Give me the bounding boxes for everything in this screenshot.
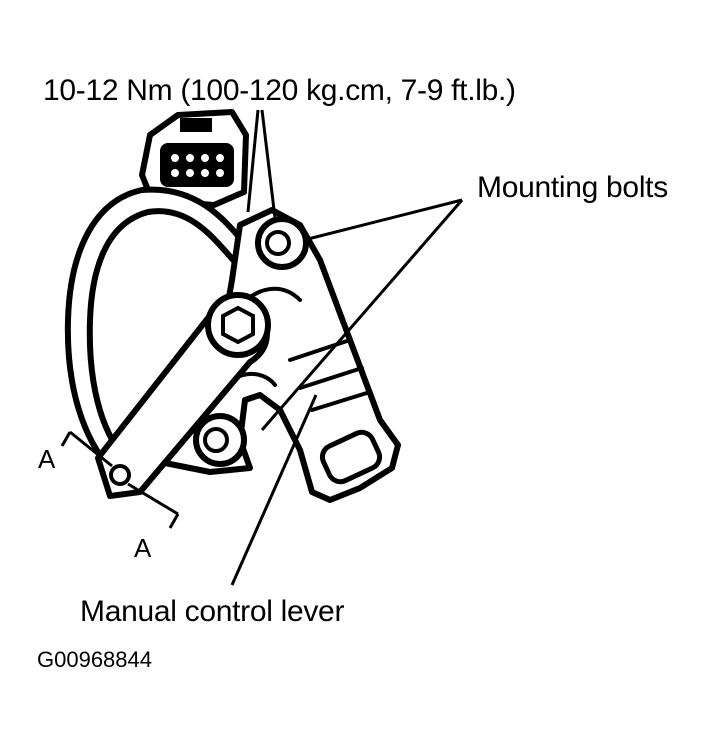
mounting-bolts-label: Mounting bolts bbox=[477, 171, 668, 204]
manual-control-lever bbox=[95, 292, 271, 499]
connector bbox=[139, 109, 249, 208]
section-mark-top: A bbox=[38, 444, 56, 474]
mounting-bolt-upper bbox=[255, 216, 309, 270]
manual-control-lever-label: Manual control lever bbox=[80, 595, 345, 628]
figure-id: G00968844 bbox=[37, 647, 152, 672]
mounting-bolt-lower bbox=[193, 413, 247, 467]
section-mark-bottom: A bbox=[134, 533, 152, 563]
leader-lines bbox=[60, 109, 464, 586]
torque-spec-label: 10-12 Nm (100-120 kg.cm, 7-9 ft.lb.) bbox=[43, 74, 516, 107]
